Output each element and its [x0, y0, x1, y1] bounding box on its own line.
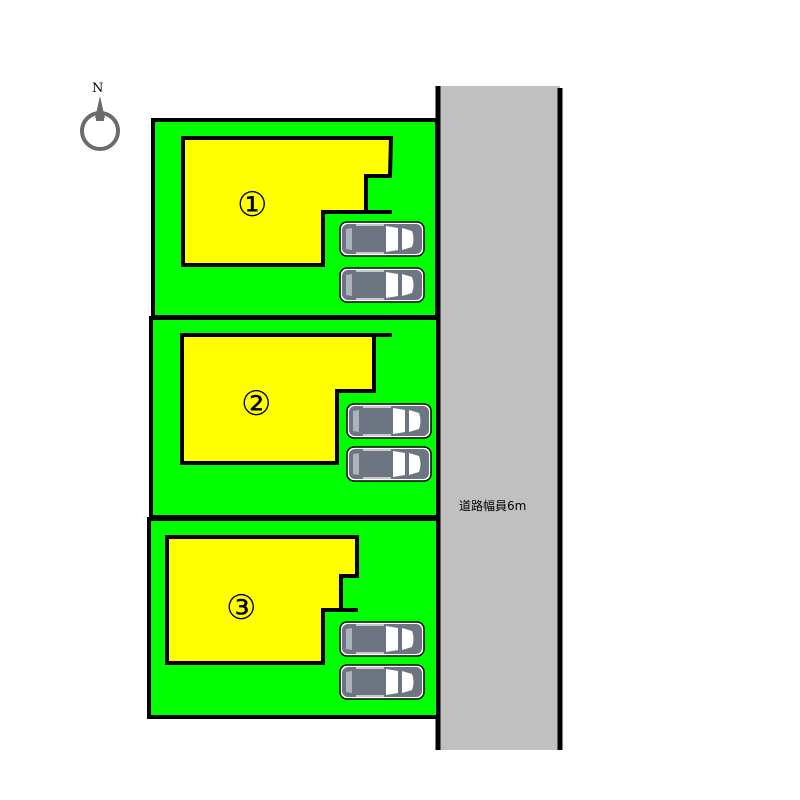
lot-3-number: ③ — [226, 588, 256, 628]
north-label: N — [92, 81, 103, 96]
lot-3-car-1-icon — [339, 621, 425, 657]
lot-1-number: ① — [237, 185, 267, 225]
lot-2-car-2-icon — [346, 446, 432, 482]
lot-2-number: ② — [241, 384, 271, 424]
lot-1: ① — [151, 118, 439, 319]
compass-arrow-icon — [95, 96, 105, 118]
road-surface — [438, 86, 560, 750]
lot-3: ③ — [147, 517, 440, 719]
lot-2: ② — [149, 316, 440, 519]
lot-1-car-1-icon — [339, 221, 425, 257]
north-compass: N — [80, 81, 120, 151]
lot-1-car-2-icon — [339, 267, 425, 303]
road-width-label: 道路幅員6m — [459, 498, 526, 513]
lot-2-car-1-icon — [346, 403, 432, 439]
road: 道路幅員6m — [435, 86, 563, 750]
lot-3-car-2-icon — [339, 664, 425, 700]
